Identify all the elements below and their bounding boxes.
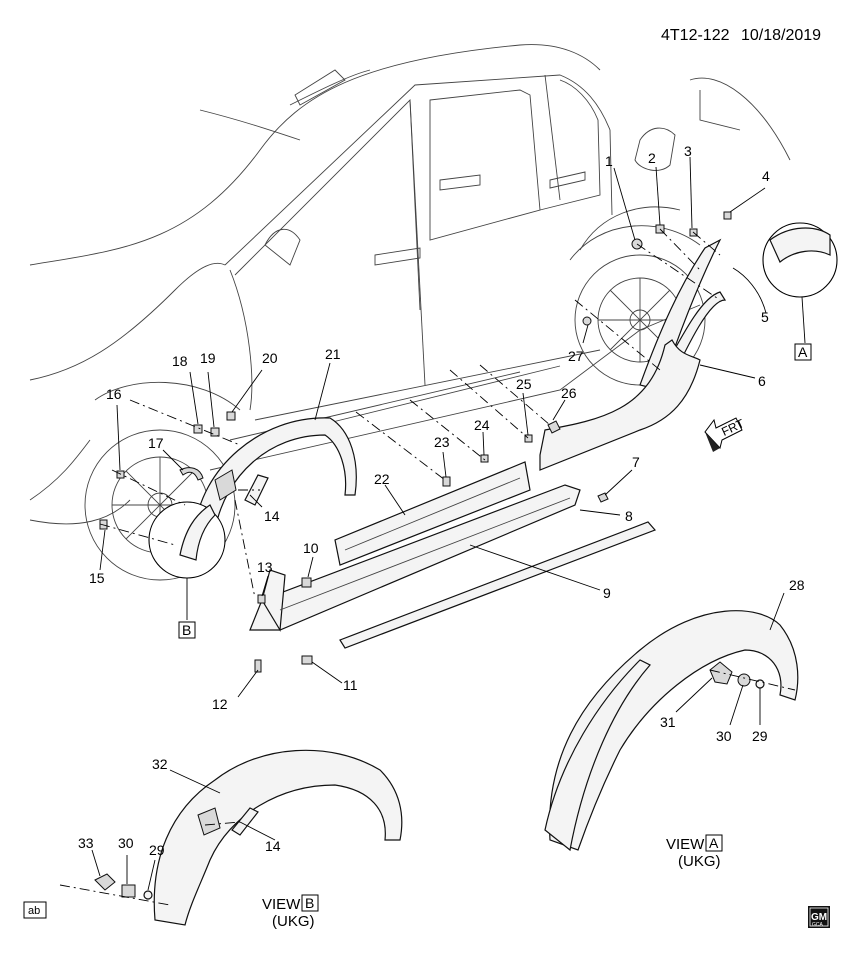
rear-wheel-arch-molding bbox=[539, 238, 727, 471]
svg-text:B: B bbox=[182, 622, 191, 638]
view-a-ref: A bbox=[709, 835, 719, 851]
assembly-lines bbox=[59, 228, 796, 906]
front-direction-arrow: FRT bbox=[704, 416, 747, 452]
detail-circle-b bbox=[148, 501, 226, 620]
callout-29b: 29 bbox=[149, 842, 165, 858]
callout-25: 25 bbox=[516, 376, 532, 392]
callout-7: 7 bbox=[632, 454, 640, 470]
callout-21: 21 bbox=[325, 346, 341, 362]
callout-18: 18 bbox=[172, 353, 188, 369]
view-b-caption: VIEW B (UKG) bbox=[262, 894, 319, 930]
callout-10: 10 bbox=[303, 540, 319, 556]
rocker-panel bbox=[249, 484, 581, 632]
detail-circle-a bbox=[762, 222, 838, 344]
callout-15: 15 bbox=[89, 570, 105, 586]
callout-9: 9 bbox=[603, 585, 611, 601]
boxed-label-a: A bbox=[794, 343, 812, 361]
callout-13: 13 bbox=[257, 559, 273, 575]
callout-11: 11 bbox=[343, 677, 358, 693]
document-date: 10/18/2019 bbox=[741, 27, 821, 44]
callout-26: 26 bbox=[561, 385, 577, 401]
svg-text:GCA: GCA bbox=[812, 922, 824, 928]
view-a-caption: VIEW A (UKG) bbox=[666, 834, 723, 870]
rocker-molding-upper bbox=[334, 461, 531, 566]
callout-14: 14 bbox=[264, 508, 280, 524]
callout-32: 32 bbox=[152, 756, 168, 772]
view-b-market: (UKG) bbox=[272, 913, 315, 930]
leader-lines bbox=[91, 156, 785, 891]
callout-30b: 30 bbox=[118, 835, 134, 851]
callout-28: 28 bbox=[789, 577, 805, 593]
callout-14b: 14 bbox=[265, 838, 281, 854]
svg-text:GM: GM bbox=[811, 912, 827, 923]
clip-14 bbox=[244, 474, 269, 506]
callout-6: 6 bbox=[758, 373, 766, 389]
arch-molding-view-a bbox=[544, 610, 799, 852]
lower-molding bbox=[339, 521, 657, 649]
view-a-prefix: VIEW bbox=[666, 836, 705, 853]
callout-2: 2 bbox=[648, 150, 656, 166]
callout-12: 12 bbox=[212, 696, 228, 712]
view-b-ref: B bbox=[305, 895, 314, 911]
callout-4: 4 bbox=[762, 168, 770, 184]
front-arrow-label: FRT bbox=[719, 416, 746, 439]
callout-22: 22 bbox=[374, 471, 390, 487]
ab-badge: ab bbox=[23, 901, 47, 919]
document-id: 4T12-122 bbox=[661, 27, 730, 44]
callout-27: 27 bbox=[568, 348, 584, 364]
callout-23: 23 bbox=[434, 434, 450, 450]
gm-logo: GM GCA bbox=[808, 906, 830, 928]
callout-24: 24 bbox=[474, 417, 490, 433]
callout-31: 31 bbox=[660, 714, 676, 730]
svg-text:A: A bbox=[798, 344, 808, 360]
view-b-prefix: VIEW bbox=[262, 896, 301, 913]
arch-molding-view-b bbox=[153, 749, 403, 926]
callout-33: 33 bbox=[78, 835, 94, 851]
callout-19: 19 bbox=[200, 350, 216, 366]
boxed-label-b: B bbox=[178, 621, 196, 639]
callout-numbers: 1 2 3 4 5 6 7 8 9 10 11 12 13 14 15 16 1… bbox=[78, 143, 805, 858]
callout-8: 8 bbox=[625, 508, 633, 524]
view-a-market: (UKG) bbox=[678, 853, 721, 870]
callout-5: 5 bbox=[761, 309, 769, 325]
callout-1: 1 bbox=[605, 153, 613, 169]
callout-17: 17 bbox=[148, 435, 164, 451]
svg-text:ab: ab bbox=[28, 905, 40, 917]
callout-30: 30 bbox=[716, 728, 732, 744]
callout-29: 29 bbox=[752, 728, 768, 744]
callout-20: 20 bbox=[262, 350, 278, 366]
callout-16: 16 bbox=[106, 386, 122, 402]
callout-3: 3 bbox=[684, 143, 692, 159]
